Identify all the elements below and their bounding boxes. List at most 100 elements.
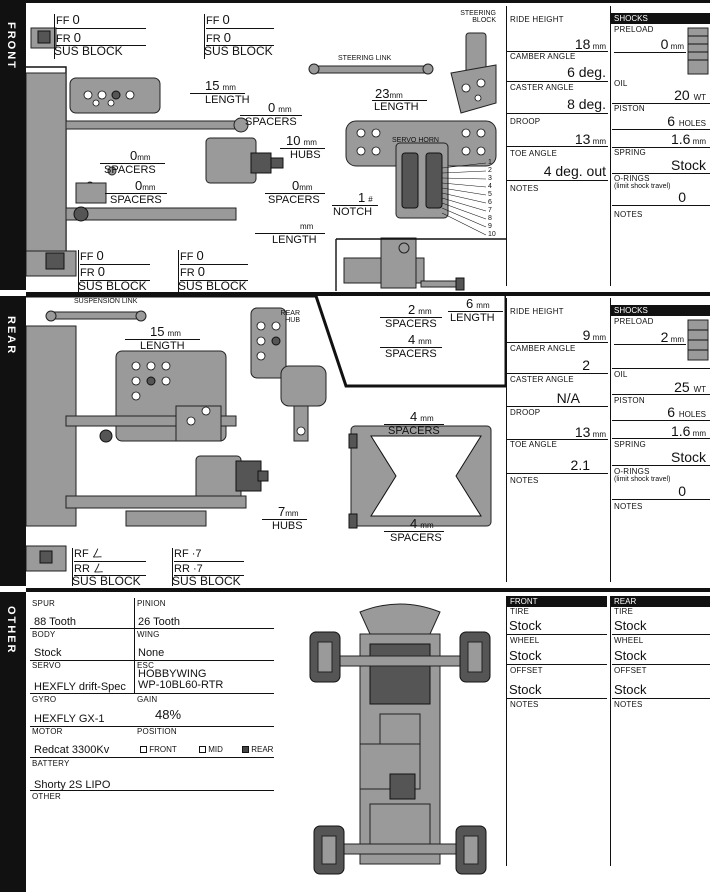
front-spacer-left2-label: SPACERS [110,194,162,206]
gain-label: GAIN [137,695,158,704]
front-diagram [26,27,506,291]
rear-offset-value: Stock [614,682,647,697]
front-spacer-left1: 0mm [130,148,151,163]
front-tire-notes-label: NOTES [510,700,539,709]
front-wheel-value: Stock [509,648,542,663]
battery-value: Shorty 2S LIPO [34,779,111,791]
pinion-label: PINION [137,599,166,608]
front-top-rule [26,0,710,3]
front-lower-spacer2-label: SPACERS [385,348,437,360]
rear-spacer-top: 4 mm [410,409,434,424]
rear-hub-label: REAR HUB [280,310,300,324]
position-front-checkbox[interactable] [140,746,147,754]
front-piston-holes: 6 HOLES [667,113,706,129]
rear-sidebar: REAR [0,296,26,586]
rear-hubs: 7mm [278,504,299,519]
rear-section-label: REAR [5,316,17,356]
front-hubs: 10 mm [286,133,317,148]
front-section-label: FRONT [5,22,17,70]
front-spring-label: SPRING [614,148,646,157]
front-ff-1: FF 0 [56,12,80,27]
front-preload: 0 mm [660,36,684,52]
esc-value: HOBBYWING WP-10BL60-RTR [138,668,224,691]
front-sus-block-1: SUS BLOCK [54,44,123,58]
front-lower-spacer2: 4 mm [408,332,432,347]
spur-label: SPUR [32,599,56,608]
position-rear-option[interactable]: REAR [242,745,273,754]
front-ff-3: FF 0 [80,248,104,263]
front-lower-spacer1-label: SPACERS [385,318,437,330]
front-shock-icon [687,27,709,75]
front-shocks-header: SHOCKS [611,13,710,24]
position-mid-option[interactable]: MID [199,745,223,754]
esc-label: ESC [137,661,155,670]
servo-horn-label: SERVO HORN [392,137,439,144]
front-spacer-top-label: SPACERS [245,116,297,128]
front-orings-note: (limit shock travel) [614,183,671,190]
other-notes-label: OTHER [32,792,61,801]
front-lower-spacer1: 2 mm [408,302,432,317]
front-droop: 13 mm [574,131,606,147]
tires-front-header: FRONT [507,596,607,607]
steering-link-label: STEERING LINK [338,55,392,62]
front-offset-value: Stock [509,682,542,697]
rear-caster-label: CASTER ANGLE [510,375,574,384]
rear-droop: 13 mm [574,424,606,440]
rear-tire-value: Stock [614,618,647,633]
rear-oil-label: OIL [614,370,628,379]
suspension-link-label: SUSPENSION LINK [74,298,138,305]
rear-camber-label: CAMBER ANGLE [510,344,576,353]
position-rear-checkbox[interactable] [242,746,249,754]
rear-spacer-bottom: 4 mm [410,516,434,531]
front-hubs-label: HUBS [290,149,321,161]
rear-diagram [26,296,506,572]
notch-value: 1 # [358,190,373,205]
other-sidebar: OTHER [0,592,26,892]
front-spring: Stock [670,157,706,173]
rear-shock-icon [687,319,709,361]
position-front-option[interactable]: FRONT [140,745,177,754]
front-sidebar: FRONT [0,0,26,290]
rear-piston-label: PISTON [614,396,645,405]
rear-rf-2: RF ·7 [174,548,202,560]
front-droop-label: DROOP [510,117,541,126]
front-fr-3: FR 0 [80,264,105,279]
steering-link-length-label: LENGTH [374,101,419,113]
tires-rear-header: REAR [611,596,710,607]
wing-label: WING [137,630,160,639]
rear-droop-label: DROOP [510,408,541,417]
front-offset-label: OFFSET [510,666,543,675]
position-label: POSITION [137,727,177,736]
rear-wheel-label: WHEEL [614,636,644,645]
rear-rf-1: RF ㄥ [74,548,103,560]
rear-notes-label: NOTES [510,476,539,485]
rear-hubs-label: HUBS [272,520,303,532]
rear-shocks-header: SHOCKS [611,305,710,316]
rear-spring-label: SPRING [614,440,646,449]
rear-toe-label: TOE ANGLE [510,440,558,449]
gyro-value: HEXFLY GX-1 [34,713,105,725]
front-wheel-label: WHEEL [510,636,540,645]
rear-offset-label: OFFSET [614,666,647,675]
position-mid-checkbox[interactable] [199,746,206,754]
front-orings: 0 [678,189,686,205]
front-tire-label: TIRE [510,607,530,616]
rear-rr-2: RR ·7 [174,563,203,575]
rear-toe: 2.1 [570,457,590,473]
steering-link-length: 23mm [375,86,403,101]
rear-ride-height-label: RIDE HEIGHT [510,307,564,316]
front-piston-label: PISTON [614,104,645,113]
rear-spacer-bottom-label: SPACERS [390,532,442,544]
front-link-length: 15 mm [205,78,236,93]
motor-value: Redcat 3300Kv [34,744,110,756]
steering-block-label: STEERING BLOCK [460,10,496,24]
gyro-label: GYRO [32,695,57,704]
front-orings-label: O-RINGS [614,174,650,183]
battery-label: BATTERY [32,759,70,768]
rear-top-rule [26,292,710,296]
front-fr-1: FR 0 [56,30,81,45]
rear-rr-1: RR ㄥ [74,563,104,575]
rear-wheel-value: Stock [614,648,647,663]
rear-preload-label: PRELOAD [614,317,654,326]
front-chassis [26,72,67,274]
